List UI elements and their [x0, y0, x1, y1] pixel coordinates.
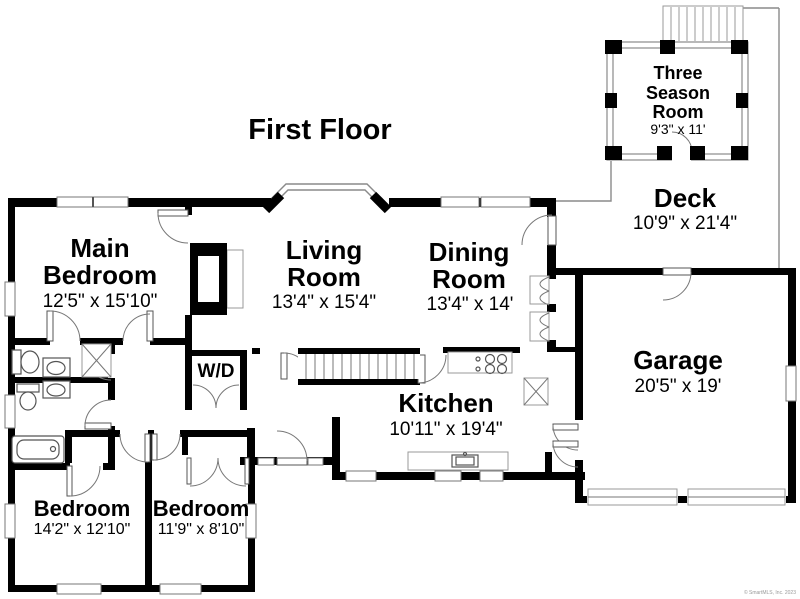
living-room-dims: 13'4" x 15'4": [272, 292, 376, 313]
deck-stairs: [662, 5, 744, 43]
laundry-label: W/D: [198, 361, 235, 382]
three-season-room-label-2: Season: [646, 83, 710, 103]
bay-window: [262, 183, 392, 214]
toilet-icon-2: [16, 383, 40, 411]
fireplace-chimney: [190, 243, 244, 315]
windows: [4, 196, 797, 595]
dining-closet-doors: [529, 275, 550, 342]
kitchen-fixtures: [407, 351, 549, 471]
bathtub-icon: [11, 435, 65, 464]
toilet-icon: [11, 349, 40, 375]
main-bedroom-label: Main: [70, 233, 129, 263]
three-season-room-structure: [605, 40, 749, 161]
staircase: [298, 354, 420, 379]
garage-dims: 20'5" x 19': [635, 376, 722, 397]
bedroom-left-dims: 14'2" x 12'10": [34, 521, 131, 538]
deck-label: Deck: [654, 183, 717, 213]
vanity-sinks-icon: [42, 357, 71, 399]
dining-room-dims: 13'4" x 14': [427, 294, 514, 315]
main-bedroom-label-2: Bedroom: [43, 260, 157, 290]
stove-icon: [475, 353, 508, 375]
bathroom-fixtures: [11, 343, 112, 464]
dining-room-label-2: Room: [432, 264, 506, 294]
garage-label: Garage: [633, 345, 723, 375]
bedroom-right-dims: 11'9" x 8'10": [158, 521, 245, 538]
three-season-room-label-3: Room: [653, 102, 704, 122]
kitchen-label: Kitchen: [398, 388, 493, 418]
kitchen-dims: 10'11" x 19'4": [389, 419, 502, 440]
bedroom-right-label: Bedroom: [153, 496, 250, 521]
watermark: © SmartMLS, Inc. 2023: [744, 589, 796, 596]
walls: [8, 198, 796, 592]
plan-title: First Floor: [248, 114, 391, 146]
three-season-room-label: Three: [653, 63, 702, 83]
deck-outline: [556, 7, 780, 268]
garage-doors: [587, 488, 786, 506]
living-room-label: Living: [286, 235, 363, 265]
main-bedroom-dims: 12'5" x 15'10": [43, 291, 158, 312]
bedroom-left-label: Bedroom: [34, 496, 131, 521]
shower-icon: [81, 343, 112, 378]
dining-room-label: Dining: [429, 237, 510, 267]
kitchen-sink-icon: [451, 451, 479, 468]
labels: First Floor Main Bedroom 12'5" x 15'10" …: [34, 63, 797, 596]
doors: [46, 209, 692, 497]
three-season-room-dims: 9'3" x 11': [650, 121, 705, 137]
deck-dims: 10'9" x 21'4": [633, 213, 737, 234]
living-room-label-2: Room: [287, 262, 361, 292]
